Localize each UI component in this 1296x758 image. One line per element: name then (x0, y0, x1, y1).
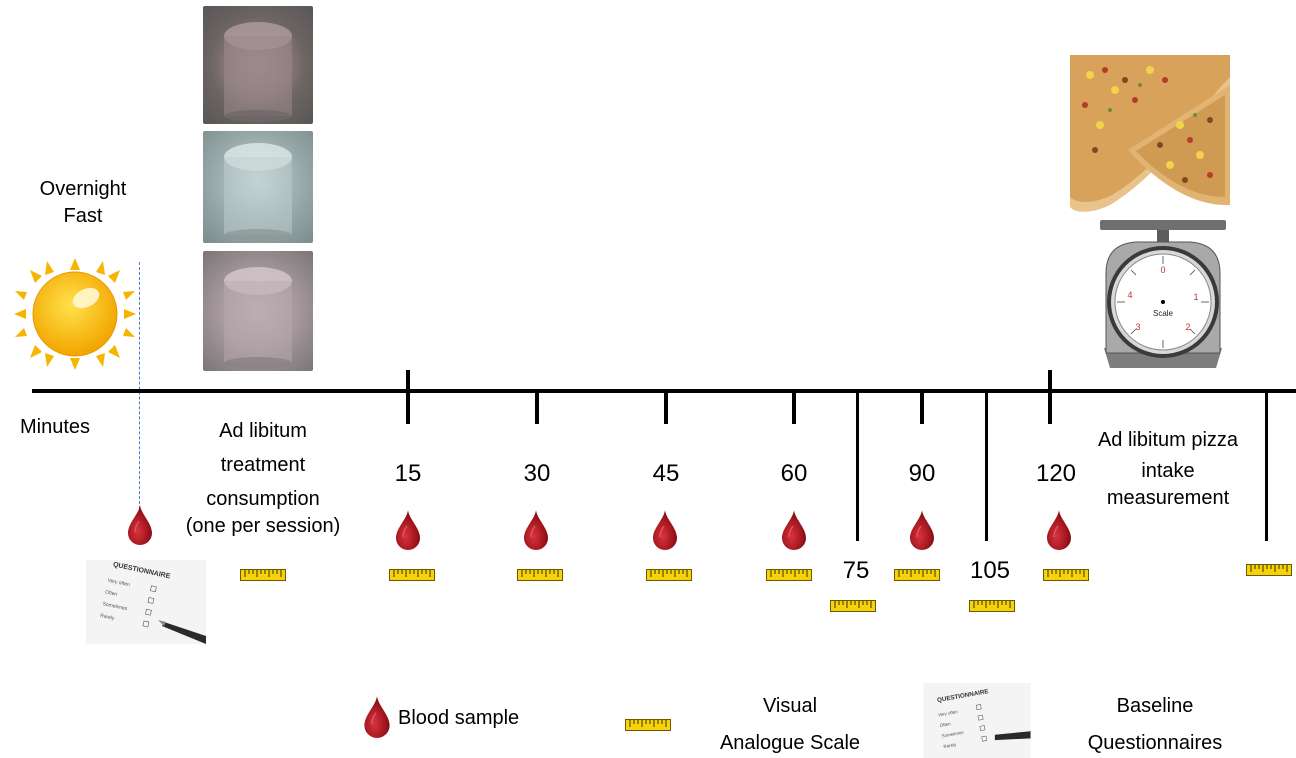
ruler-icon (517, 569, 563, 581)
blood-drop-icon (396, 510, 420, 550)
tick-120 (1048, 370, 1052, 424)
overnight-fast-label-line2: Fast (63, 205, 103, 227)
ruler-icon (389, 569, 435, 581)
legend-blood-drop-icon (364, 696, 390, 738)
timepoint-75: 75 (842, 557, 870, 584)
blood-drop-icon (653, 510, 677, 550)
tick-75 (856, 393, 859, 541)
blood-drop-icon (128, 505, 152, 545)
timepoint-15: 15 (394, 460, 422, 487)
blood-drop-icon (782, 510, 806, 550)
tick-15 (406, 370, 410, 424)
legend-ruler-icon (625, 719, 671, 731)
questionnaire-option: Sometimes (941, 730, 965, 739)
timepoint-30: 30 (523, 460, 551, 487)
scale-dial-3: 3 (1135, 322, 1140, 332)
ruler-icon (1246, 564, 1292, 576)
scale-dial-4: 4 (1127, 290, 1132, 300)
ruler-icon (240, 569, 286, 581)
legend-vas-line2: Analogue Scale (719, 732, 861, 754)
pizza-label-line1: Ad libitum pizza (1097, 429, 1239, 451)
questionnaire-option: Sometimes (102, 601, 128, 612)
kitchen-scale-icon: 0 1 2 3 4 Scale (1100, 220, 1226, 368)
questionnaire-option: Rarely (100, 613, 116, 622)
timepoint-90: 90 (908, 460, 936, 487)
pizza-image (1070, 55, 1230, 212)
questionnaire-option: Very often (107, 578, 130, 589)
questionnaire-option: Very often (938, 709, 959, 717)
timepoint-45: 45 (652, 460, 680, 487)
legend-blood-label: Blood sample (398, 707, 520, 729)
timepoint-120: 120 (1035, 460, 1077, 487)
overnight-fast-label-line1: Overnight (39, 178, 127, 200)
timepoint-60: 60 (780, 460, 808, 487)
questionnaire-icon: QUESTIONNAIRE Very often Often Sometimes… (86, 560, 206, 644)
treatment-label-line4: (one per session) (185, 515, 341, 537)
legend-vas-line1: Visual (762, 695, 818, 717)
timeline-axis (32, 389, 1296, 393)
scale-dial-label: Scale (1153, 309, 1174, 318)
blood-drop-icon (524, 510, 548, 550)
tick-105 (985, 393, 988, 541)
treatment-photo-1 (203, 6, 313, 124)
ruler-icon (969, 600, 1015, 612)
scale-dial-0: 0 (1160, 265, 1165, 275)
ruler-icon (646, 569, 692, 581)
sun-icon (14, 258, 136, 370)
pizza-label-line2: intake (1141, 460, 1195, 482)
ruler-icon (894, 569, 940, 581)
tick-60 (792, 393, 796, 424)
blood-drop-icon (910, 510, 934, 550)
legend-baseline-line2: Questionnaires (1087, 732, 1223, 754)
ruler-icon (766, 569, 812, 581)
treatment-photo-2 (203, 131, 313, 243)
minutes-label: Minutes (19, 416, 91, 438)
tick-end (1265, 393, 1268, 541)
treatment-label-line1: Ad libitum (219, 420, 307, 442)
treatment-label-line2: treatment (220, 454, 306, 476)
questionnaire-option: Rarely (943, 742, 957, 749)
ruler-icon (1043, 569, 1089, 581)
scale-dial-2: 2 (1185, 322, 1190, 332)
tick-30 (535, 393, 539, 424)
treatment-label-line3: consumption (206, 488, 320, 510)
questionnaire-option: Often (939, 721, 951, 728)
timepoint-105: 105 (969, 557, 1011, 584)
questionnaire-option: Often (105, 589, 118, 597)
tick-90 (920, 393, 924, 424)
ruler-icon (830, 600, 876, 612)
legend-baseline-line1: Baseline (1116, 695, 1194, 717)
legend-questionnaire-icon: QUESTIONNAIRE Very often Often Sometimes… (923, 683, 1031, 758)
scale-dial-1: 1 (1193, 292, 1198, 302)
blood-drop-icon (1047, 510, 1071, 550)
tick-45 (664, 393, 668, 424)
pizza-label-line3: measurement (1106, 487, 1230, 509)
treatment-photo-3 (203, 251, 313, 371)
